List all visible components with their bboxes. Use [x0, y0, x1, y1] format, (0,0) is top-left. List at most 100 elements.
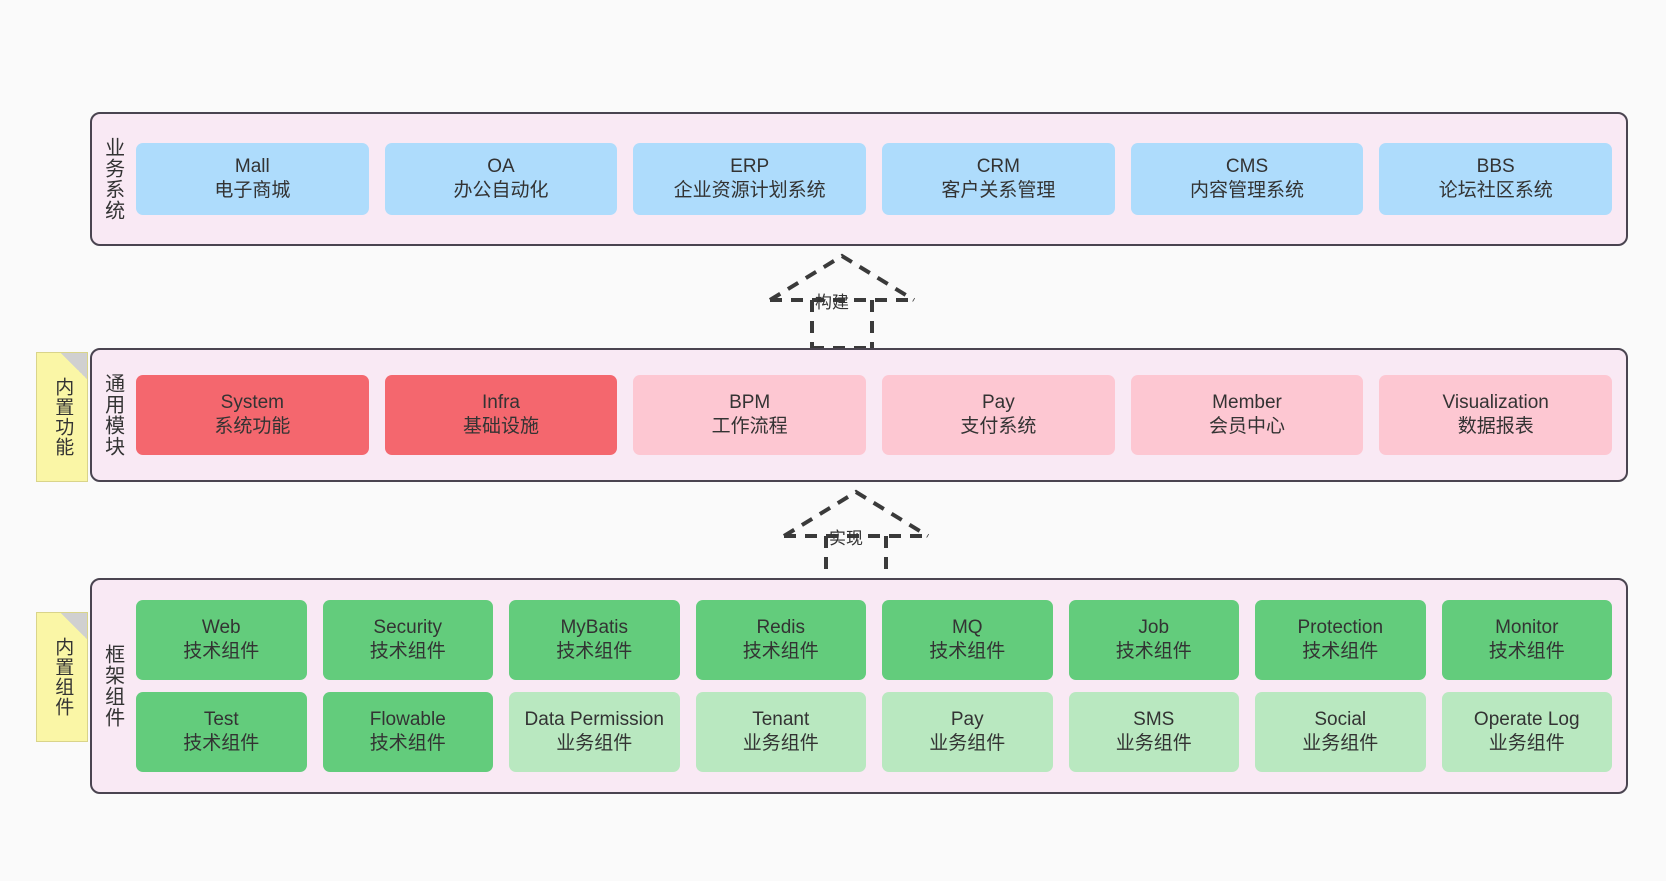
card-pay-module-desc: 支付系统 — [960, 416, 1037, 437]
note-builtin-components-label: 内置组件 — [52, 637, 74, 717]
card-mq-desc: 技术组件 — [929, 641, 1006, 662]
card-protection-name: Protection — [1297, 616, 1384, 638]
card-mybatis-desc: 技术组件 — [556, 641, 633, 662]
card-tenant[interactable]: Tenant 业务组件 — [695, 692, 866, 772]
card-data-permission[interactable]: Data Permission 业务组件 — [509, 692, 680, 772]
card-protection-desc: 技术组件 — [1302, 641, 1379, 662]
card-test-desc: 技术组件 — [183, 733, 260, 754]
card-operate-log-desc: 业务组件 — [1488, 733, 1565, 754]
card-sms[interactable]: SMS 业务组件 — [1068, 692, 1239, 772]
card-mq[interactable]: MQ 技术组件 — [882, 600, 1053, 680]
card-redis-desc: 技术组件 — [742, 641, 819, 662]
framework-row-business: Test 技术组件 Flowable 技术组件 Data Permission … — [136, 692, 1612, 772]
card-mybatis-name: MyBatis — [560, 616, 629, 638]
card-job-name: Job — [1138, 616, 1170, 638]
card-erp-desc: 企业资源计划系统 — [673, 180, 826, 201]
connector-build-label: 构建 — [815, 293, 849, 312]
connector-implement: 实现 — [766, 488, 946, 586]
card-pay-module[interactable]: Pay 支付系统 — [882, 375, 1115, 455]
card-system[interactable]: System 系统功能 — [136, 375, 369, 455]
card-test[interactable]: Test 技术组件 — [136, 692, 307, 772]
card-protection[interactable]: Protection 技术组件 — [1255, 600, 1426, 680]
card-pay-module-name: Pay — [981, 391, 1015, 413]
framework-row-tech: Web 技术组件 Security 技术组件 MyBatis 技术组件 Redi… — [136, 600, 1612, 680]
card-monitor-name: Monitor — [1495, 616, 1559, 638]
card-data-permission-desc: 业务组件 — [556, 733, 633, 754]
layer-business-system-title: 业务系统 — [101, 137, 124, 221]
note-builtin-components: 内置组件 — [36, 612, 88, 742]
card-pay-component-desc: 业务组件 — [929, 733, 1006, 754]
card-operate-log[interactable]: Operate Log 业务组件 — [1441, 692, 1612, 772]
card-bbs-name: BBS — [1476, 155, 1515, 177]
card-pay-component[interactable]: Pay 业务组件 — [882, 692, 1053, 772]
card-bbs[interactable]: BBS 论坛社区系统 — [1379, 143, 1613, 215]
card-infra[interactable]: Infra 基础设施 — [384, 375, 618, 455]
card-infra-name: Infra — [481, 391, 521, 413]
card-tenant-desc: 业务组件 — [742, 733, 819, 754]
card-bbs-desc: 论坛社区系统 — [1438, 180, 1553, 201]
card-job-desc: 技术组件 — [1115, 641, 1192, 662]
card-oa-desc: 办公自动化 — [453, 180, 549, 201]
card-crm-name: CRM — [976, 155, 1020, 177]
card-mall[interactable]: Mall 电子商城 — [136, 143, 369, 215]
card-pay-component-name: Pay — [950, 708, 984, 730]
card-crm[interactable]: CRM 客户关系管理 — [882, 143, 1115, 215]
business-system-row: Mall 电子商城 OA 办公自动化 ERP 企业资源计划系统 CRM 客户关系… — [136, 143, 1613, 215]
card-visualization-desc: 数据报表 — [1457, 416, 1534, 437]
card-mq-name: MQ — [951, 616, 983, 638]
card-web[interactable]: Web 技术组件 — [136, 600, 307, 680]
card-system-desc: 系统功能 — [214, 416, 291, 437]
connector-build: 构建 — [752, 252, 932, 350]
card-web-desc: 技术组件 — [183, 641, 260, 662]
card-member-name: Member — [1212, 391, 1282, 413]
layer-framework-component-title: 框架组件 — [101, 644, 124, 728]
layer-common-module: 通用模块 System 系统功能 Infra 基础设施 BPM 工作流程 Pay — [90, 348, 1628, 482]
card-visualization-name: Visualization — [1442, 391, 1549, 413]
layer-framework-component: 框架组件 Web 技术组件 Security 技术组件 MyBatis 技术组件… — [90, 578, 1628, 794]
card-redis-name: Redis — [756, 616, 806, 638]
connector-implement-label: 实现 — [829, 529, 863, 548]
card-redis[interactable]: Redis 技术组件 — [695, 600, 866, 680]
card-bpm[interactable]: BPM 工作流程 — [633, 375, 867, 455]
card-web-name: Web — [201, 616, 241, 638]
card-monitor[interactable]: Monitor 技术组件 — [1441, 600, 1612, 680]
layer-business-system-body: Mall 电子商城 OA 办公自动化 ERP 企业资源计划系统 CRM 客户关系… — [132, 114, 1626, 244]
card-sms-desc: 业务组件 — [1115, 733, 1192, 754]
card-flowable-desc: 技术组件 — [369, 733, 446, 754]
card-mybatis[interactable]: MyBatis 技术组件 — [509, 600, 680, 680]
card-infra-desc: 基础设施 — [463, 416, 540, 437]
card-bpm-name: BPM — [729, 391, 771, 413]
note-fold-corner-icon — [61, 613, 87, 639]
card-tenant-name: Tenant — [752, 708, 810, 730]
card-erp[interactable]: ERP 企业资源计划系统 — [633, 143, 867, 215]
card-flowable-name: Flowable — [369, 708, 446, 730]
card-social[interactable]: Social 业务组件 — [1255, 692, 1426, 772]
note-fold-corner-icon — [61, 353, 87, 379]
card-erp-name: ERP — [730, 155, 770, 177]
layer-common-module-title: 通用模块 — [101, 373, 124, 457]
card-oa-name: OA — [487, 155, 515, 177]
layer-framework-component-body: Web 技术组件 Security 技术组件 MyBatis 技术组件 Redi… — [132, 580, 1626, 792]
card-flowable[interactable]: Flowable 技术组件 — [322, 692, 493, 772]
card-mall-desc: 电子商城 — [214, 180, 291, 201]
note-builtin-features: 内置功能 — [36, 352, 88, 482]
card-security[interactable]: Security 技术组件 — [322, 600, 493, 680]
common-module-row: System 系统功能 Infra 基础设施 BPM 工作流程 Pay 支付系统… — [136, 375, 1613, 455]
card-member[interactable]: Member 会员中心 — [1130, 375, 1364, 455]
card-social-name: Social — [1314, 708, 1367, 730]
card-cms-desc: 内容管理系统 — [1190, 180, 1305, 201]
card-security-desc: 技术组件 — [369, 641, 446, 662]
card-security-name: Security — [373, 616, 443, 638]
layer-business-system: 业务系统 Mall 电子商城 OA 办公自动化 ERP 企业资源计划系统 CRM — [90, 112, 1628, 246]
card-oa[interactable]: OA 办公自动化 — [384, 143, 618, 215]
card-test-name: Test — [203, 708, 239, 730]
layer-common-module-body: System 系统功能 Infra 基础设施 BPM 工作流程 Pay 支付系统… — [132, 350, 1626, 480]
card-crm-desc: 客户关系管理 — [941, 180, 1056, 201]
card-visualization[interactable]: Visualization 数据报表 — [1379, 375, 1613, 455]
card-monitor-desc: 技术组件 — [1488, 641, 1565, 662]
card-bpm-desc: 工作流程 — [711, 416, 788, 437]
card-system-name: System — [220, 391, 285, 413]
card-job[interactable]: Job 技术组件 — [1068, 600, 1239, 680]
card-cms[interactable]: CMS 内容管理系统 — [1130, 143, 1364, 215]
